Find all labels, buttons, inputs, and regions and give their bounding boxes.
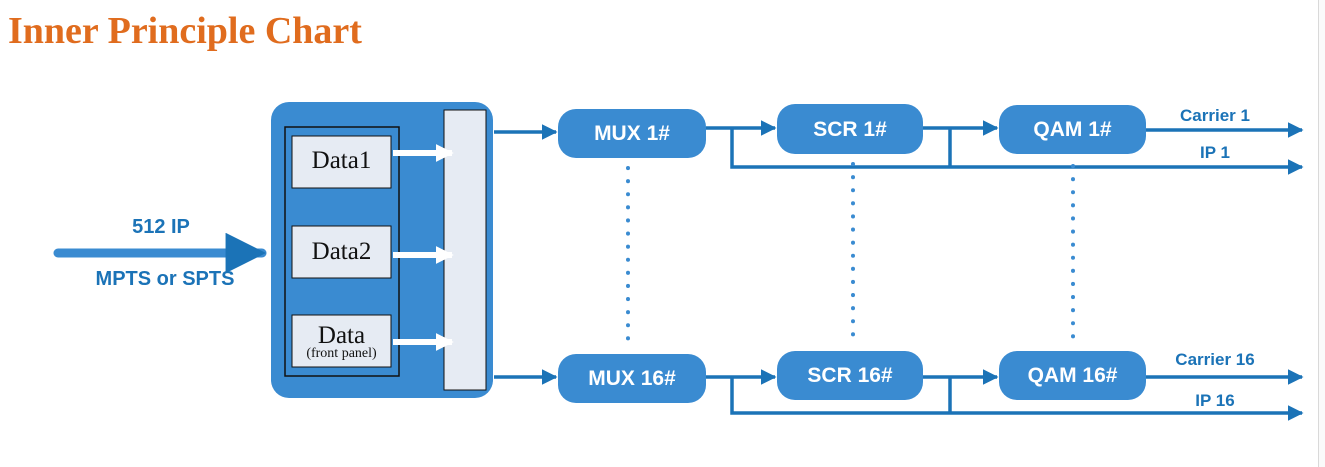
qam-16-node <box>999 351 1146 400</box>
qam-1-label: QAM 1# <box>1033 118 1112 141</box>
data-block-1-label: Data1 <box>311 147 372 174</box>
page-title: Inner Principle Chart <box>8 10 362 52</box>
scr-1-node <box>777 104 923 154</box>
scr-1-label: SCR 1# <box>813 118 887 141</box>
carrier-16-label: Carrier 16 <box>1175 350 1255 369</box>
scr-16-node <box>777 351 923 400</box>
data-source-frame <box>284 126 400 377</box>
ip-1-label: IP 1 <box>1200 143 1230 162</box>
carrier-1-label: Carrier 1 <box>1180 106 1250 125</box>
data-block-2-label: Data2 <box>311 238 372 265</box>
mux-16-label: MUX 16# <box>588 367 676 390</box>
data-block-1 <box>291 135 392 189</box>
data-block-3-sublabel: (front panel) <box>306 346 377 361</box>
mux-1-node <box>558 109 706 158</box>
scrollbar[interactable] <box>1318 0 1325 467</box>
mux16-ip-bypass <box>730 377 950 415</box>
data-block-2 <box>291 225 392 279</box>
scr-16-label: SCR 16# <box>807 364 893 387</box>
ip-16-label: IP 16 <box>1195 391 1235 410</box>
mux1-ip-bypass <box>730 128 950 169</box>
data-block-3 <box>291 314 392 368</box>
mux-16-node <box>558 354 706 403</box>
data-block-3-label: Data <box>317 322 366 349</box>
qam-1-node <box>999 105 1146 154</box>
mux-1-label: MUX 1# <box>594 122 670 145</box>
input-bottom-label: MPTS or SPTS <box>95 268 235 290</box>
qam-16-label: QAM 16# <box>1027 364 1118 387</box>
input-top-label: 512 IP <box>132 216 190 238</box>
